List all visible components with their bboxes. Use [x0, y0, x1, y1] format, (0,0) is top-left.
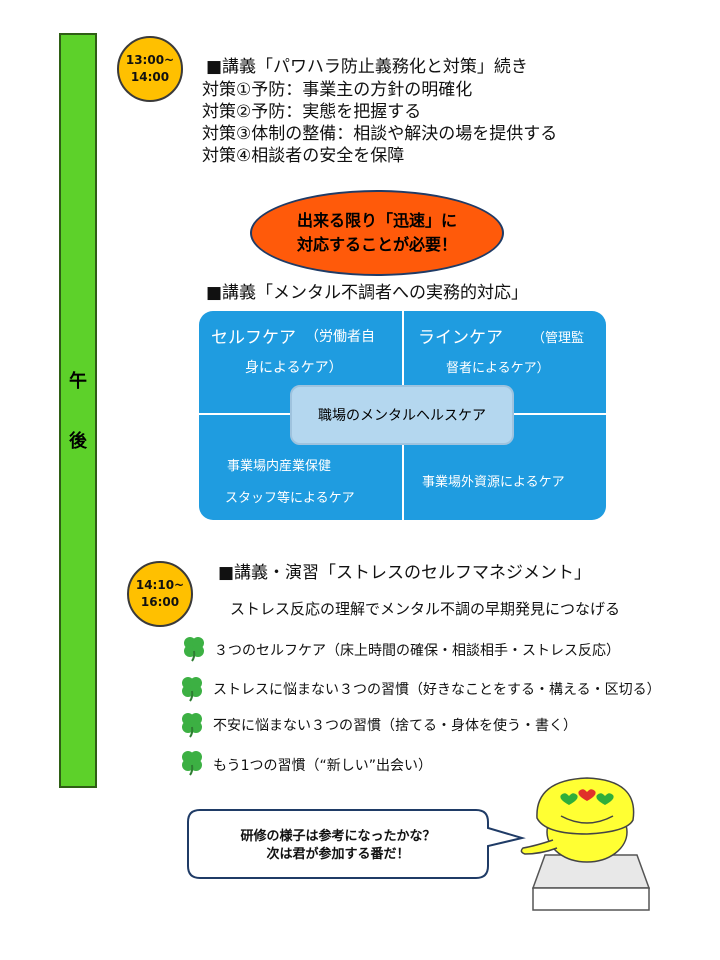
time-badge-2: 14:10~ 16:00	[127, 561, 193, 627]
speech-bubble	[187, 809, 526, 879]
measure-2: 対策②予防：実態を把握する	[202, 102, 422, 122]
item-2: ストレスに悩まない３つの習慣（好きなことをする・構える・区切る）	[213, 682, 661, 698]
item-4: もう1つの習慣（“新しい”出会い）	[213, 758, 432, 774]
external-care-label: 事業場外資源によるケア	[422, 475, 565, 490]
time-end: 14:00	[130, 70, 170, 84]
four-leaf-clover-icon	[184, 637, 204, 662]
self-care-title: セルフケア	[211, 328, 296, 348]
speech-line-2: 次は君が参加する番だ！	[266, 847, 410, 862]
line-care-title: ラインケア	[418, 328, 503, 348]
callout-line-1: 出来る限り「迅速」に	[296, 211, 457, 230]
item-1: ３つのセルフケア（床上時間の確保・相談相手・ストレス反応）	[214, 643, 620, 659]
callout-oval: 出来る限り「迅速」に 対応することが必要！	[250, 190, 504, 276]
self-care-paren-a: （労働者自	[305, 329, 375, 345]
item-3: 不安に悩まない３つの習慣（捨てる・身体を使う・書く）	[213, 718, 577, 734]
line-care-paren-b: 督者によるケア）	[446, 361, 550, 376]
line-care-paren-a: （管理監	[532, 331, 585, 346]
session3-subtitle: ストレス反応の理解でメンタル不調の早期発見につなげる	[230, 600, 621, 618]
time-start: 14:10~	[135, 578, 185, 592]
callout-line-2: 対応することが必要！	[296, 235, 457, 254]
four-leaf-clover-icon	[182, 751, 202, 776]
time-badge-1: 13:00~ 14:00	[117, 36, 183, 102]
measure-3: 対策③体制の整備：相談や解決の場を提供する	[202, 124, 558, 144]
staff-care-line-a: 事業場内産業保健	[227, 459, 332, 474]
self-care-paren-b: 身によるケア）	[245, 360, 343, 376]
speech-text: 研修の様子は参考になったかな？ 次は君が参加する番だ！	[188, 828, 488, 864]
session3-title: ■講義・演習「ストレスのセルフマネジメント」	[218, 563, 592, 583]
four-leaf-clover-icon	[182, 677, 202, 702]
sidebar-char-2: 後	[69, 431, 87, 452]
session2-title: ■講義「メンタル不調者への実務的対応」	[206, 283, 529, 303]
center-label: 職場のメンタルヘルスケア	[318, 408, 486, 424]
measure-4: 対策④相談者の安全を保障	[202, 146, 405, 166]
sidebar-char-1: 午	[69, 371, 87, 392]
workplace-mental-health-box: 職場のメンタルヘルスケア	[290, 385, 514, 445]
measure-1: 対策①予防：事業主の方針の明確化	[202, 80, 473, 100]
speech-line-1: 研修の様子は参考になったかな？	[240, 829, 436, 844]
staff-care-line-b: スタッフ等によるケア	[225, 491, 355, 506]
afternoon-sidebar	[59, 33, 97, 788]
yellow-mascot-with-heart-eyes	[520, 777, 651, 911]
four-leaf-clover-icon	[182, 713, 202, 738]
session1-title: ■講義「パワハラ防止義務化と対策」続き	[206, 57, 528, 77]
time-end: 16:00	[140, 595, 180, 609]
time-start: 13:00~	[125, 53, 175, 67]
